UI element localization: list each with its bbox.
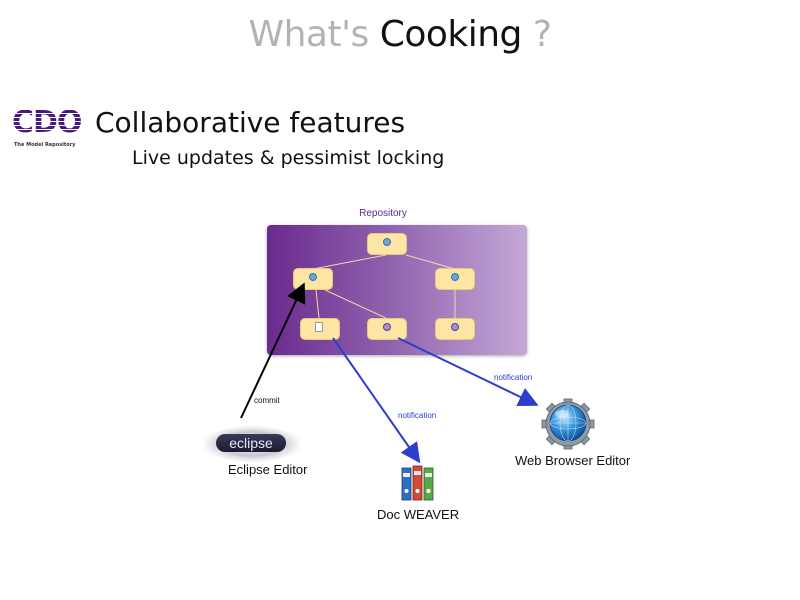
repo-node-left [293, 268, 333, 290]
document-icon [315, 322, 323, 332]
repo-node-root [367, 233, 407, 255]
notification-arrow-doc [332, 337, 421, 464]
title-highlight: Cooking [379, 14, 523, 55]
node-dot-icon [383, 238, 391, 246]
node-dot-icon [383, 323, 391, 331]
repository-box [267, 225, 527, 355]
repo-node-doc [300, 318, 340, 340]
logo-caption: The Model Repository [14, 142, 76, 148]
cdo-logo: CDO The Model Repository [12, 106, 88, 152]
binders-icon [401, 465, 434, 501]
section-subheading: Live updates & pessimist locking [132, 147, 445, 169]
node-dot-icon [451, 273, 459, 281]
section-heading: Collaborative features [95, 106, 406, 139]
notification-label-doc: notification [398, 411, 437, 420]
title-suffix: ? [532, 14, 552, 55]
node-dot-icon [309, 273, 317, 281]
title-prefix: What's [248, 14, 370, 55]
web-browser-editor-label: Web Browser Editor [515, 453, 631, 468]
repository-label: Repository [359, 208, 407, 219]
notification-label-web: notification [494, 373, 533, 382]
doc-weaver-label: Doc WEAVER [377, 507, 460, 522]
repo-node-center [367, 318, 407, 340]
repo-node-right [435, 268, 475, 290]
slide-title: What's Cooking ? [0, 14, 800, 55]
globe-gear-icon [541, 398, 595, 450]
eclipse-logo-text: eclipse [229, 435, 273, 451]
node-dot-icon [451, 323, 459, 331]
eclipse-logo-icon: eclipse [204, 426, 300, 462]
logo-word: CDO [12, 105, 82, 140]
repo-node-leaf [435, 318, 475, 340]
commit-label: commit [254, 396, 280, 405]
eclipse-editor-label: Eclipse Editor [228, 462, 308, 477]
